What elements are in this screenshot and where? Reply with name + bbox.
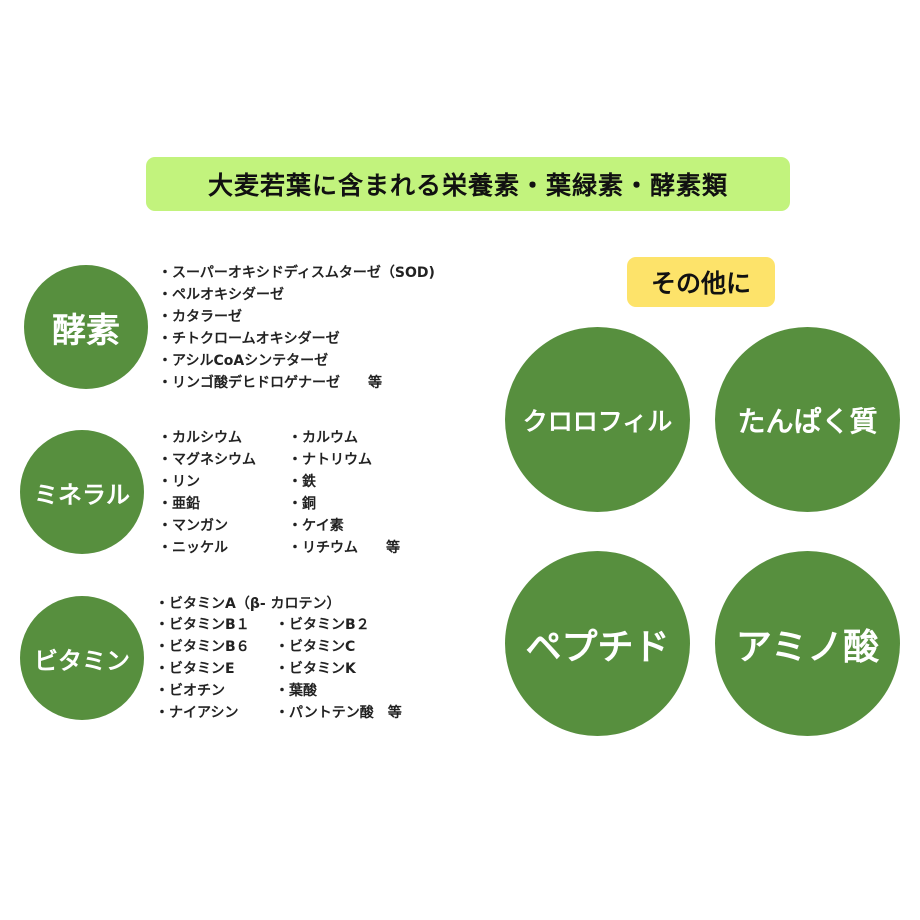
- list-item: ・ビタミンA（β- カロテン）: [155, 596, 341, 612]
- list-item: ・マグネシウム: [158, 452, 256, 468]
- list-item: ・ナトリウム: [288, 452, 372, 468]
- enzyme-label: 酵素: [52, 310, 120, 351]
- list-item: ・ビタミンB１: [155, 617, 250, 633]
- list-item: ・カタラーゼ: [158, 309, 242, 325]
- list-item: ・ビタミンE: [155, 661, 235, 677]
- list-item: ・ビタミンB６: [155, 639, 250, 655]
- mineral-list-col2: ・カルウム ・ナトリウム ・鉄 ・銅 ・ケイ素 ・リチウム 等: [288, 427, 400, 559]
- list-item: ・ナイアシン: [155, 705, 239, 721]
- vitamin-circle: ビタミン: [20, 596, 144, 720]
- list-item: ・葉酸: [275, 683, 317, 699]
- others-tag: その他に: [627, 257, 775, 307]
- list-item: ・ビタミンB２: [275, 617, 370, 633]
- list-item: ・カルウム: [288, 430, 358, 446]
- vitamin-list-col2: ・ビタミンB２ ・ビタミンC ・ビタミンK ・葉酸 ・パントテン酸 等: [275, 614, 402, 724]
- list-item: ・亜鉛: [158, 496, 200, 512]
- enzyme-list: ・スーパーオキシドディスムターゼ（SOD) ・ペルオキシダーゼ ・カタラーゼ ・…: [158, 262, 435, 394]
- list-item: ・リチウム 等: [288, 540, 400, 556]
- list-item: ・ペルオキシダーゼ: [158, 287, 284, 303]
- vitamin-list-col1: ・ビタミンB１ ・ビタミンB６ ・ビタミンE ・ビオチン ・ナイアシン: [155, 614, 250, 724]
- list-item: ・スーパーオキシドディスムターゼ（SOD): [158, 265, 435, 281]
- list-item: ・リンゴ酸デヒドロゲナーゼ 等: [158, 375, 382, 391]
- protein-label: たんぱく質: [737, 404, 878, 438]
- chlorophyll-circle: クロロフィル: [505, 327, 690, 512]
- mineral-label: ミネラル: [34, 480, 130, 509]
- vitamin-label: ビタミン: [34, 646, 130, 675]
- list-item: ・パントテン酸 等: [275, 705, 402, 721]
- list-item: ・マンガン: [158, 518, 228, 534]
- peptide-circle: ペプチド: [505, 551, 690, 736]
- list-item: ・ケイ素: [288, 518, 344, 534]
- enzyme-circle: 酵素: [24, 265, 148, 389]
- list-item: ・ビオチン: [155, 683, 225, 699]
- list-item: ・アシルCoAシンテターゼ: [158, 353, 329, 369]
- amino-acid-label: アミノ酸: [735, 626, 880, 668]
- mineral-list-col1: ・カルシウム ・マグネシウム ・リン ・亜鉛 ・マンガン ・ニッケル: [158, 427, 256, 559]
- list-item: ・ニッケル: [158, 540, 228, 556]
- page-title: 大麦若葉に含まれる栄養素・葉緑素・酵素類: [146, 157, 790, 211]
- protein-circle: たんぱく質: [715, 327, 900, 512]
- chlorophyll-label: クロロフィル: [522, 406, 673, 436]
- list-item: ・ビタミンC: [275, 639, 356, 655]
- peptide-label: ペプチド: [525, 626, 670, 668]
- amino-acid-circle: アミノ酸: [715, 551, 900, 736]
- list-item: ・ビタミンK: [275, 661, 356, 677]
- list-item: ・銅: [288, 496, 316, 512]
- mineral-circle: ミネラル: [20, 430, 144, 554]
- vitamin-list-top: ・ビタミンA（β- カロテン）: [155, 593, 341, 615]
- list-item: ・カルシウム: [158, 430, 242, 446]
- list-item: ・チトクロームオキシダーゼ: [158, 331, 340, 347]
- list-item: ・鉄: [288, 474, 316, 490]
- list-item: ・リン: [158, 474, 200, 490]
